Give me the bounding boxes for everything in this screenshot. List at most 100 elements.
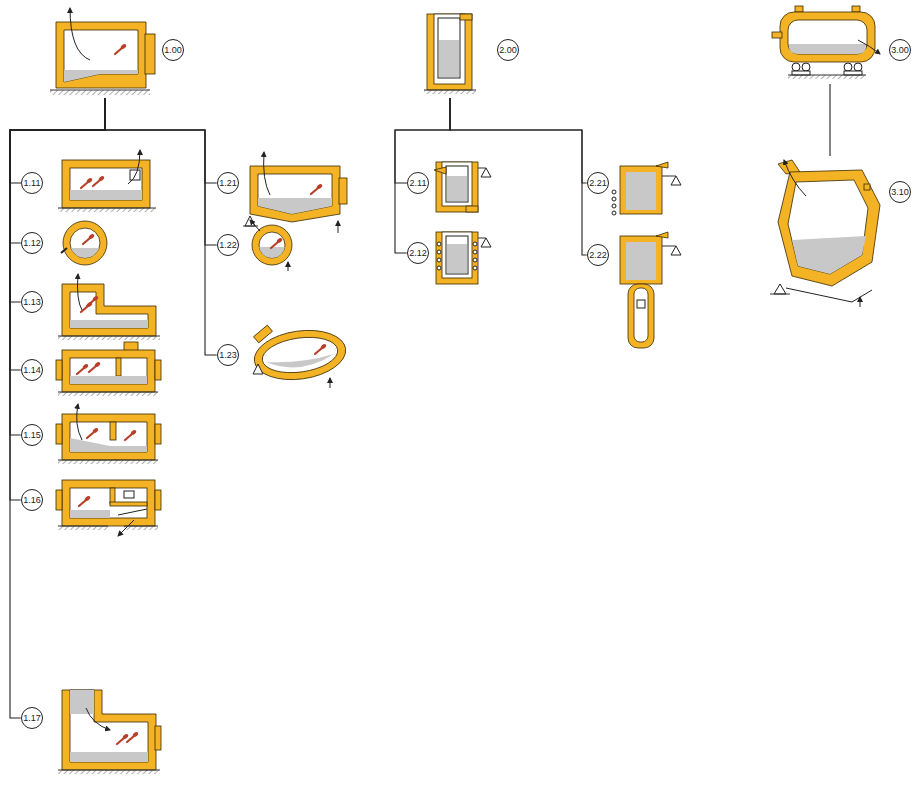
furnace-node: 2.00 bbox=[424, 6, 519, 98]
chamber-furnace bbox=[70, 190, 142, 200]
induction-crucible-furnace bbox=[436, 232, 478, 284]
divided-hearth-furnace bbox=[58, 460, 158, 464]
callout-circle: 2.12 bbox=[407, 242, 430, 265]
divided-hearth-furnace bbox=[70, 422, 147, 452]
callout-circle: 1.12 bbox=[21, 232, 44, 255]
callout-number: 3.10 bbox=[891, 187, 909, 197]
recuperative-furnace bbox=[70, 488, 147, 518]
induction-crucible-furnace bbox=[481, 238, 491, 247]
reverberatory-furnace bbox=[64, 30, 138, 82]
coreless-induction-furnace bbox=[662, 176, 676, 177]
shaft-hearth-furnace bbox=[58, 336, 160, 337]
drum-rotary-furnace bbox=[789, 44, 866, 54]
channel-induction-furnace bbox=[620, 232, 681, 348]
callout-circle: 2.21 bbox=[587, 172, 610, 195]
two-chamber-furnace bbox=[70, 358, 147, 384]
chamber-furnace bbox=[81, 177, 93, 188]
callout-circle: 1.00 bbox=[162, 39, 185, 62]
chamber-furnace bbox=[58, 150, 156, 212]
coreless-induction-furnace bbox=[612, 197, 616, 201]
induction-crucible-furnace bbox=[478, 238, 486, 239]
divided-hearth-furnace bbox=[56, 404, 161, 464]
channel-induction-furnace bbox=[662, 246, 676, 247]
coreless-induction-furnace bbox=[612, 204, 616, 208]
drum-rotary-furnace bbox=[780, 12, 875, 62]
tilting-converter bbox=[778, 170, 880, 286]
chamber-furnace bbox=[128, 150, 140, 184]
tilting-crucible-furnace bbox=[434, 167, 446, 174]
tilting-crucible-furnace bbox=[481, 168, 491, 177]
tilting-crucible-furnace bbox=[446, 166, 468, 202]
tilting-reverberatory-furnace bbox=[338, 221, 339, 233]
callout-number: 2.21 bbox=[589, 178, 607, 188]
rotary-drum-furnace bbox=[250, 220, 292, 271]
drum-rotary-furnace bbox=[858, 40, 880, 54]
tree-connector bbox=[10, 98, 105, 718]
reverberatory-furnace bbox=[50, 90, 150, 95]
drum-rotary-furnace bbox=[852, 6, 860, 12]
callout-number: 2.22 bbox=[589, 250, 607, 260]
divided-hearth-furnace bbox=[110, 422, 116, 440]
tilting-drum-furnace bbox=[251, 325, 349, 385]
drum-furnace bbox=[83, 233, 95, 244]
tree-connector bbox=[10, 98, 105, 435]
tilting-drum-furnace bbox=[266, 354, 334, 367]
callout-circle: 1.16 bbox=[21, 489, 44, 512]
recuperative-furnace bbox=[124, 526, 158, 527]
induction-crucible-furnace bbox=[437, 242, 441, 246]
callout-number: 1.12 bbox=[23, 238, 41, 248]
crucible-furnace bbox=[427, 14, 472, 90]
induction-crucible-furnace bbox=[473, 242, 477, 246]
furnace-node: 1.23 bbox=[217, 322, 348, 388]
drum-rotary-furnace bbox=[788, 75, 866, 79]
induction-crucible-furnace bbox=[473, 250, 477, 254]
furnace-node: 1.14 bbox=[21, 338, 162, 400]
tree-connector bbox=[450, 98, 587, 183]
drum-rotary-furnace bbox=[844, 71, 862, 75]
induction-crucible-furnace bbox=[442, 232, 472, 278]
callout-number: 3.00 bbox=[891, 45, 909, 55]
shaft-hearth-furnace bbox=[58, 274, 160, 340]
divided-hearth-furnace bbox=[56, 424, 62, 444]
tilting-converter bbox=[784, 160, 806, 196]
drum-rotary-furnace bbox=[788, 20, 867, 54]
coreless-induction-furnace bbox=[612, 162, 681, 215]
tilting-drum-furnace bbox=[330, 378, 331, 388]
drum-rotary-furnace bbox=[792, 71, 810, 75]
tilting-crucible-furnace bbox=[447, 176, 467, 201]
reverberatory-furnace bbox=[115, 43, 127, 54]
crucible-furnace bbox=[424, 90, 476, 91]
drum-furnace bbox=[70, 228, 100, 258]
recuperative-furnace bbox=[124, 526, 158, 530]
callout-circle: 1.23 bbox=[217, 344, 240, 367]
furnace-node: 1.00 bbox=[48, 6, 184, 98]
crucible-furnace bbox=[439, 40, 459, 77]
furnace-node: 1.15 bbox=[21, 402, 162, 466]
tilting-crucible-furnace bbox=[466, 206, 478, 212]
induction-crucible-furnace bbox=[473, 258, 477, 262]
furnace-node: 1.12 bbox=[21, 220, 110, 268]
rotary-drum-furnace bbox=[288, 262, 289, 271]
drum-rotary-furnace bbox=[802, 63, 810, 71]
tree-connector bbox=[829, 84, 830, 156]
two-chamber-furnace bbox=[58, 392, 158, 393]
chamber-furnace bbox=[93, 175, 105, 186]
recuperative-furnace bbox=[124, 491, 134, 498]
tilting-converter bbox=[774, 284, 786, 294]
two-chamber-furnace bbox=[155, 360, 161, 380]
divided-hearth-furnace bbox=[125, 429, 137, 440]
chamber-furnace bbox=[70, 168, 142, 200]
callout-circle: 1.17 bbox=[21, 707, 44, 730]
tilting-reverberatory-furnace bbox=[311, 183, 323, 194]
tree-connector bbox=[10, 98, 105, 183]
drum-rotary-furnace bbox=[772, 32, 782, 38]
shaft-hearth-furnace bbox=[87, 295, 99, 306]
drum-rotary-furnace bbox=[844, 63, 852, 71]
shaft-furnace bbox=[62, 690, 156, 770]
tree-connector bbox=[105, 98, 217, 183]
rotary-drum-furnace bbox=[259, 247, 285, 258]
chamber-furnace bbox=[58, 208, 156, 212]
coreless-induction-furnace bbox=[620, 166, 662, 214]
shaft-furnace bbox=[70, 752, 148, 762]
recuperative-furnace bbox=[155, 490, 161, 510]
